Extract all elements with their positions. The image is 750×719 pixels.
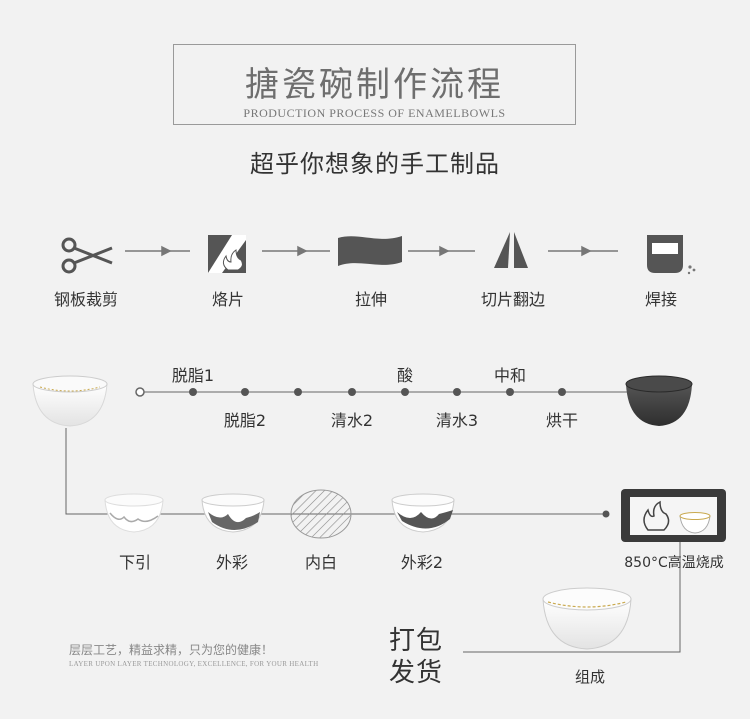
proc-label-rinse3: 清水3 xyxy=(435,411,479,430)
page-title-english: PRODUCTION PROCESS OF ENAMELBOWLS xyxy=(243,106,506,120)
bowl-neibai xyxy=(290,489,352,539)
process-dot-3 xyxy=(294,388,302,396)
connector-assemble xyxy=(463,542,681,653)
scissors-icon xyxy=(61,237,113,274)
pack-text-line1: 打包 xyxy=(389,626,444,656)
step-label-fire: 烙片 xyxy=(211,290,245,309)
process-dot-7 xyxy=(506,388,514,396)
proc-label-degrease1: 脱脂1 xyxy=(171,366,215,385)
process-dot-1 xyxy=(189,388,197,396)
page-title: 搪瓷碗制作流程 xyxy=(245,65,504,105)
step-label-stretch: 拉伸 xyxy=(354,290,388,309)
slogan-cn: 层层工艺，精益求精，只为您的健康！ xyxy=(69,643,274,657)
proc-label-neutralize: 中和 xyxy=(493,366,527,385)
step-label-weld: 焊接 xyxy=(644,290,678,309)
process-line-start xyxy=(135,387,145,397)
bowl-xiayin xyxy=(104,493,164,533)
white-bowl-start xyxy=(32,375,108,427)
coat-label-neibai: 内白 xyxy=(304,553,338,572)
bowl-waicai xyxy=(201,493,265,533)
kiln-label: 850°C高温烧成 xyxy=(624,555,724,571)
top-arrows xyxy=(125,245,618,257)
proc-label-degrease2: 脱脂2 xyxy=(223,411,267,430)
proc-label-acid: 酸 xyxy=(396,366,414,385)
process-dots xyxy=(189,388,566,396)
process-dot-4 xyxy=(348,388,356,396)
tagline: 超乎你想象的手工制品 xyxy=(250,150,500,178)
proc-label-dry: 烘干 xyxy=(545,411,579,430)
step-label-flange: 切片翻边 xyxy=(480,290,546,309)
fire-plate-icon xyxy=(208,235,246,273)
coat-label-waicai2: 外彩2 xyxy=(400,553,444,572)
dark-bowl xyxy=(625,375,693,426)
process-dot-2 xyxy=(241,388,249,396)
coat-label-xiayin: 下引 xyxy=(118,553,152,572)
pack-text-line2: 发货 xyxy=(389,658,444,688)
stretch-sheet-icon xyxy=(338,236,402,266)
cut-flange-icon xyxy=(494,232,528,268)
process-dot-5 xyxy=(401,388,409,396)
bowl-waicai2 xyxy=(391,493,455,533)
coating-line-end xyxy=(602,510,610,518)
weld-icon xyxy=(647,235,696,275)
process-dot-6 xyxy=(453,388,461,396)
process-dot-8 xyxy=(558,388,566,396)
proc-label-rinse2: 清水2 xyxy=(330,411,374,430)
title-frame: 搪瓷碗制作流程 PRODUCTION PROCESS OF ENAMELBOWL… xyxy=(173,44,576,125)
slogan-en: LAYER UPON LAYER TECHNOLOGY, EXCELLENCE,… xyxy=(69,660,319,668)
finished-bowl xyxy=(542,587,632,650)
kiln-icon xyxy=(621,489,726,542)
assemble-label: 组成 xyxy=(574,668,606,686)
step-label-cut: 钢板裁剪 xyxy=(53,290,119,309)
coat-label-waicai: 外彩 xyxy=(215,553,249,572)
